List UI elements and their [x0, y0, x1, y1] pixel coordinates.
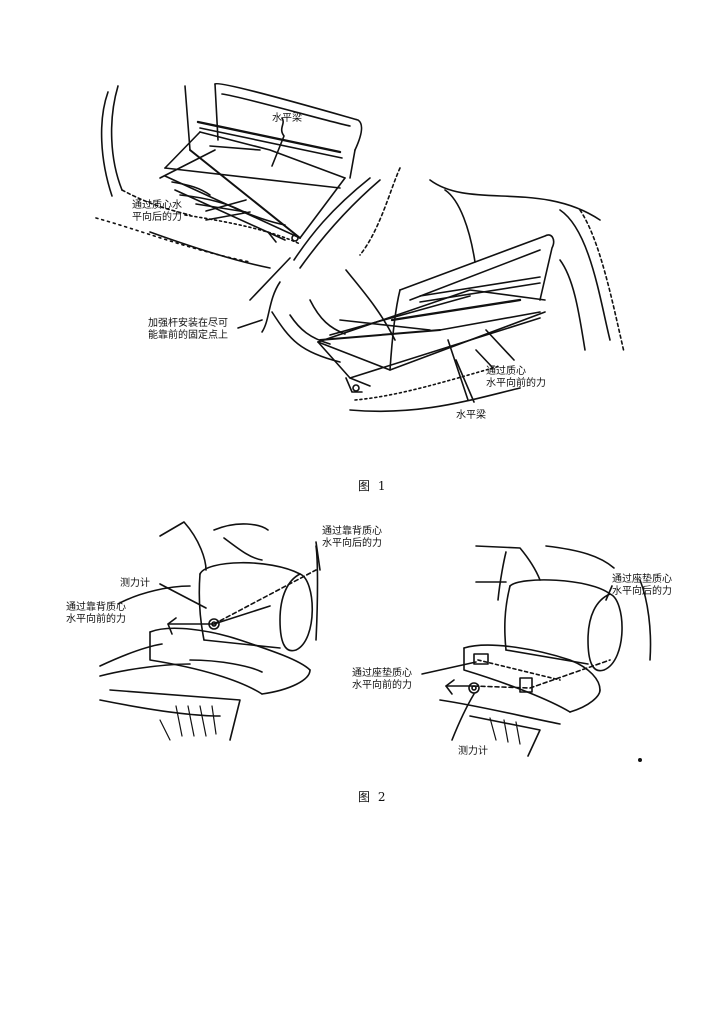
figure-1-label-force-rear: 通过质心水 平向后的力: [132, 200, 182, 223]
figure-1-label-brace-note: 加强杆安装在尽可 能靠前的固定点上: [148, 318, 228, 341]
figure-1-label-horizontal-beam-bottom: 水平梁: [456, 410, 486, 421]
figure-2-drawing: [99, 521, 652, 762]
figure-1-label-force-front: 通过质心 水平向前的力: [486, 366, 546, 389]
figure-2-left-label-force-top: 通过靠背质心 水平向后的力: [322, 526, 382, 549]
figure-2-right-label-force-top: 通过座垫质心 水平向后的力: [612, 574, 672, 597]
figure-1-drawing: [95, 82, 625, 413]
figure-2-right-label-force-left: 通过座垫质心 水平向前的力: [352, 668, 412, 691]
figure-2-caption: 图 2: [358, 790, 388, 804]
figure-1-label-horizontal-beam-top: 水平梁: [272, 113, 302, 124]
figure-2-left-label-gauge: 测力计: [120, 578, 150, 589]
figure-2-left-label-force-left: 通过靠背质心 水平向前的力: [66, 602, 126, 625]
figure-2-right-label-gauge: 测力计: [458, 746, 488, 757]
figure-1-caption: 图 1: [358, 479, 388, 493]
